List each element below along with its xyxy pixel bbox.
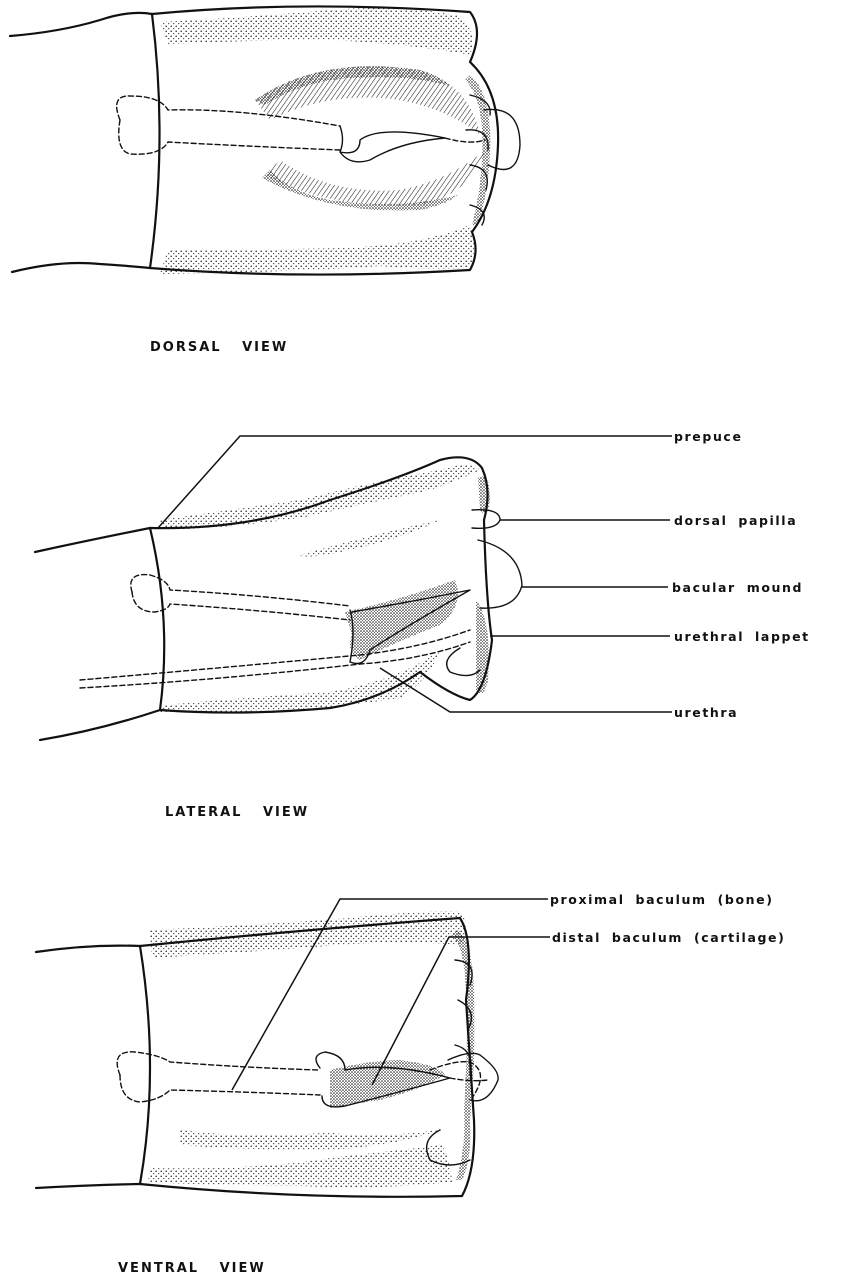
label-urethral-lappet: urethral lappet bbox=[674, 629, 810, 644]
lateral-view-drawing bbox=[35, 457, 522, 740]
label-bacular-mound: bacular mound bbox=[672, 580, 803, 595]
ventral-view-caption: VENTRAL VIEW bbox=[118, 1261, 266, 1276]
lateral-view-caption: LATERAL VIEW bbox=[165, 805, 309, 820]
ventral-view-drawing bbox=[36, 912, 498, 1197]
label-urethra: urethra bbox=[674, 705, 738, 720]
label-proximal-baculum: proximal baculum (bone) bbox=[550, 892, 774, 907]
label-distal-baculum: distal baculum (cartilage) bbox=[552, 930, 785, 945]
label-prepuce: prepuce bbox=[674, 429, 743, 444]
dorsal-view-drawing bbox=[10, 6, 520, 274]
label-dorsal-papilla: dorsal papilla bbox=[674, 513, 797, 528]
dorsal-view-caption: DORSAL VIEW bbox=[150, 340, 288, 355]
